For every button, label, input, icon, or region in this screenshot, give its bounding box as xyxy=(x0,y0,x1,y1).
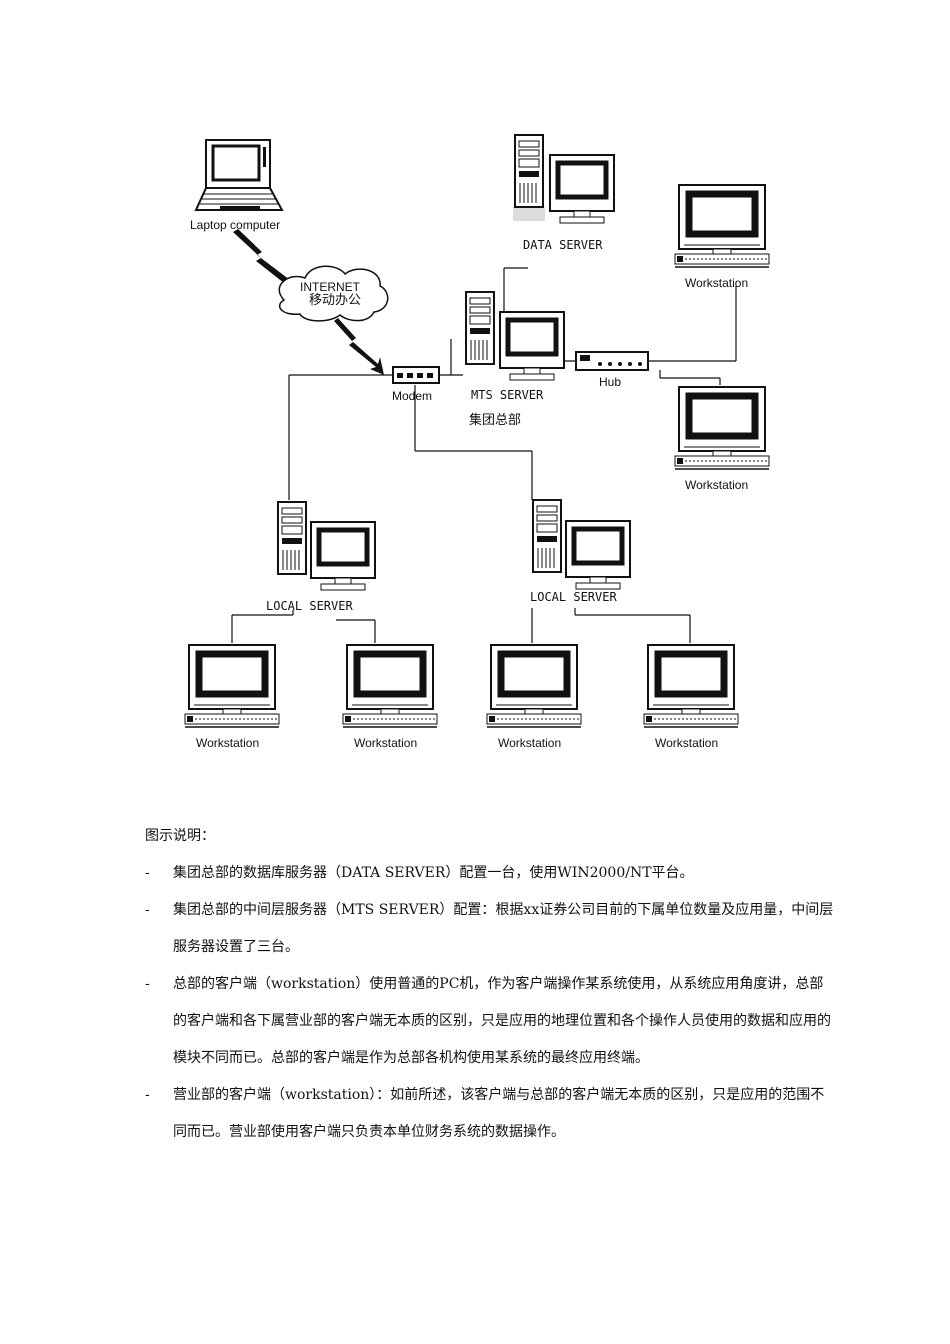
legend-item-text: 集团总部的数据库服务器（DATA SERVER）配置一台，使用WIN2000/N… xyxy=(173,865,694,881)
internet-cloud: INTERNET 移动办公 xyxy=(278,265,389,322)
legend-item: - 集团总部的中间层服务器（MTS SERVER）配置：根据xx证券公司目前的下… xyxy=(145,892,835,966)
legend-item-text: 总部的客户端（workstation）使用普通的PC机，作为客户端操作某系统使用… xyxy=(173,976,831,1066)
legend-title: 图示说明： xyxy=(145,828,215,844)
network-diagram: Laptop computer INTERNET 移动办公 Modem DATA… xyxy=(0,134,950,750)
internet-label: INTERNET xyxy=(300,280,361,294)
connection-lines xyxy=(231,267,737,643)
local-server-right: LOCAL SERVER xyxy=(530,499,630,604)
local-server-left-label: LOCAL SERVER xyxy=(266,599,353,613)
mts-server-label: MTS SERVER xyxy=(471,388,544,402)
workstation-label: Workstation xyxy=(685,276,748,290)
legend-item-text: 集团总部的中间层服务器（MTS SERVER）配置：根据xx证券公司目前的下属单… xyxy=(173,902,834,955)
mts-server: MTS SERVER 集团总部 xyxy=(465,291,564,428)
legend-item-text: 营业部的客户端（workstation）：如前所述，该客户端与总部的客户端无本质… xyxy=(173,1087,825,1140)
hub-label: Hub xyxy=(599,375,621,389)
data-server: DATA SERVER xyxy=(513,134,614,252)
diagram-legend: 图示说明： - 集团总部的数据库服务器（DATA SERVER）配置一台，使用W… xyxy=(145,818,835,1151)
workstation-hq-bottom: Workstation xyxy=(675,387,769,492)
wireless-link-upper xyxy=(233,229,290,283)
laptop-computer: Laptop computer xyxy=(190,139,284,232)
workstation-branch-1: Workstation xyxy=(185,645,279,750)
wireless-link-lower xyxy=(334,318,384,375)
legend-bullet: - xyxy=(145,865,150,881)
data-server-label: DATA SERVER xyxy=(523,238,603,252)
workstation-label: Workstation xyxy=(685,478,748,492)
workstation-label: Workstation xyxy=(196,736,259,750)
legend-bullet: - xyxy=(145,976,150,992)
legend-item: - 总部的客户端（workstation）使用普通的PC机，作为客户端操作某系统… xyxy=(145,966,835,1077)
workstation-label: Workstation xyxy=(354,736,417,750)
legend-item: - 营业部的客户端（workstation）：如前所述，该客户端与总部的客户端无… xyxy=(145,1077,835,1151)
local-server-left: LOCAL SERVER xyxy=(266,501,375,613)
workstation-label: Workstation xyxy=(655,736,718,750)
laptop-label: Laptop computer xyxy=(190,218,280,232)
legend-bullet: - xyxy=(145,902,150,918)
internet-sublabel: 移动办公 xyxy=(309,293,361,308)
modem-label: Modem xyxy=(392,389,432,403)
workstation-branch-4: Workstation xyxy=(644,645,738,750)
workstation-branch-3: Workstation xyxy=(487,645,581,750)
modem: Modem xyxy=(392,366,440,403)
legend-item: - 集团总部的数据库服务器（DATA SERVER）配置一台，使用WIN2000… xyxy=(145,855,835,892)
workstation-label: Workstation xyxy=(498,736,561,750)
workstation-hq-top: Workstation xyxy=(675,185,769,290)
legend-bullet: - xyxy=(145,1087,150,1103)
local-server-right-label: LOCAL SERVER xyxy=(530,590,617,604)
headquarters-label: 集团总部 xyxy=(469,412,521,428)
hub: Hub xyxy=(575,351,649,389)
workstation-branch-2: Workstation xyxy=(343,645,437,750)
